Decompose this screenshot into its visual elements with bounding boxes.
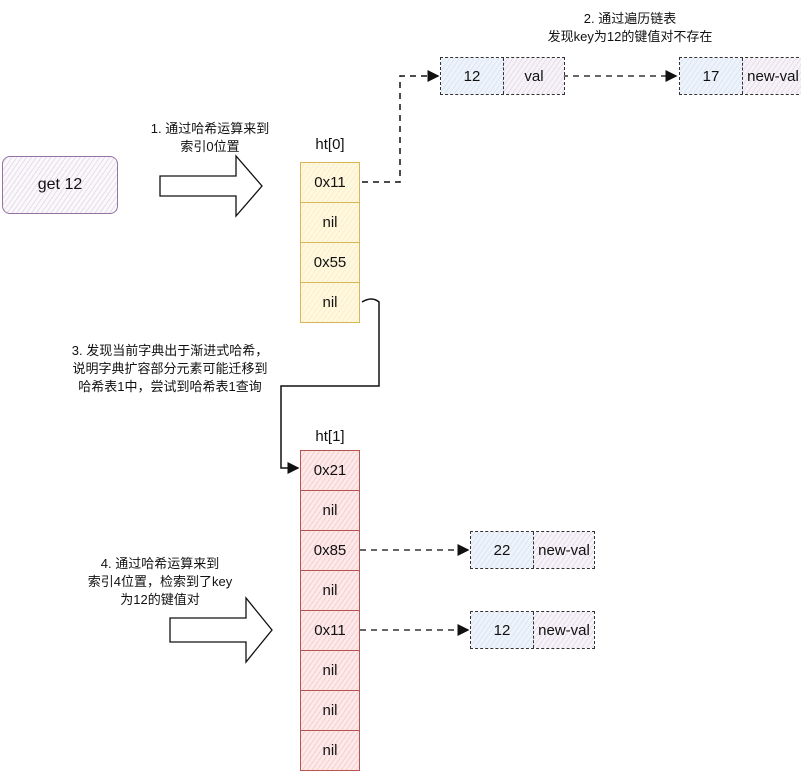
node-value: val xyxy=(504,58,564,94)
ht0-slot-2: 0x55 xyxy=(300,242,360,283)
step2-label: 2. 通过遍历链表 发现key为12的键值对不存在 xyxy=(547,11,713,44)
ht0-slot-3: nil xyxy=(300,282,360,323)
ht0-slot0-link xyxy=(362,70,440,183)
ht1-slot-6: nil xyxy=(300,690,360,731)
chain0-node-1: 12 val xyxy=(440,57,565,95)
step3-label: 3. 发现当前字典出于渐进式哈希， 说明字典扩容部分元素可能迁移到 哈希表1中，… xyxy=(71,343,269,394)
ht1-slot-0: 0x21 xyxy=(300,450,360,491)
get-command-label: get 12 xyxy=(37,176,83,193)
ht0-title: ht[0] xyxy=(315,136,345,153)
ht1-slot-7: nil xyxy=(300,730,360,771)
step1-label: 1. 通过哈希运算来到 索引0位置 xyxy=(150,121,270,154)
node-value: new-val xyxy=(743,58,801,94)
ht1-title: ht[1] xyxy=(315,428,345,445)
ht1-slot2-node: 22 new-val xyxy=(470,531,595,569)
ht1-slot-3: nil xyxy=(300,570,360,611)
chain0-node-2: 17 new-val xyxy=(679,57,801,95)
node-key: 17 xyxy=(680,58,743,94)
ht0-slot-0: 0x11 xyxy=(300,162,360,203)
ht1-slot-1: nil xyxy=(300,490,360,531)
ht0-to-ht1-link xyxy=(280,298,380,474)
ht1-slot-5: nil xyxy=(300,650,360,691)
step1-arrow xyxy=(159,154,263,218)
node-key: 22 xyxy=(471,532,534,568)
get-command-box: get 12 xyxy=(2,156,118,214)
ht1-slot-4: 0x11 xyxy=(300,610,360,651)
ht1-slot4-node: 12 new-val xyxy=(470,611,595,649)
node-value: new-val xyxy=(534,532,594,568)
ht0-slot-1: nil xyxy=(300,202,360,243)
step4-arrow xyxy=(169,596,273,664)
ht1-slot-2: 0x85 xyxy=(300,530,360,571)
node-value: new-val xyxy=(534,612,594,648)
step4-label: 4. 通过哈希运算来到 索引4位置，检索到了key 为12的键值对 xyxy=(87,556,233,607)
node-key: 12 xyxy=(441,58,504,94)
node-key: 12 xyxy=(471,612,534,648)
